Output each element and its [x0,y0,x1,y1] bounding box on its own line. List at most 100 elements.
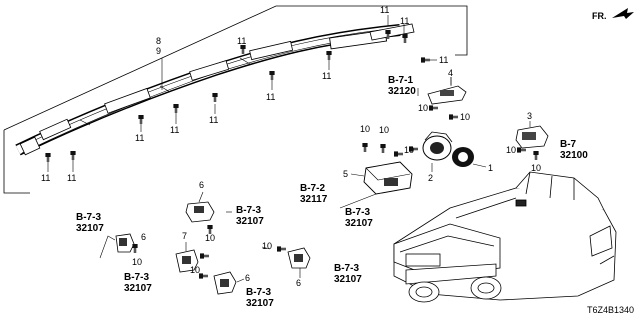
reference-part: 32120 [388,85,416,97]
bolt-icon [533,151,539,160]
bolt-icon [362,143,368,152]
reference-section: B-7-3 [246,287,272,298]
bolt-icon [269,71,275,80]
reference-b-7-1[interactable]: B-7-1 32120 [388,75,416,97]
bolt-icon [132,244,138,253]
bolt-icon [199,273,208,279]
callout-11: 11 [67,173,77,183]
callout-8: 8 [156,36,162,46]
callout-10: 10 [404,145,415,155]
callout-5: 5 [343,169,349,179]
reference-part: 32107 [345,217,373,229]
callout-7: 7 [182,231,188,241]
bolt-icon [240,45,246,54]
reference-b-7-3[interactable]: B-7-3 32107 [345,207,373,229]
bolt-icon [45,153,51,162]
bolt-icon [326,51,332,60]
side-sensor-4 [427,77,467,105]
bolt-icon [517,147,526,153]
reference-b-7-3[interactable]: B-7-3 32107 [76,212,104,234]
callout-10: 10 [531,163,542,173]
curtain-airbag [15,23,415,156]
reference-part: 32107 [76,222,104,234]
callout-10: 10 [360,124,371,134]
bolt-icon [70,151,76,160]
callout-11: 11 [439,55,449,65]
reference-part: 32107 [246,297,274,309]
bolt-icon [429,105,438,111]
callout-10: 10 [190,265,201,275]
side-sensor-3 [515,121,549,149]
bolt-icon [380,144,386,153]
impact-sensor-c [175,242,199,273]
bolt-icon [402,34,408,43]
front-direction-arrow [612,8,634,19]
callout-3: 3 [527,111,533,121]
callout-6: 6 [245,273,251,283]
bolt-icon [394,151,403,157]
bolt-icon [212,93,218,102]
reference-section: B-7-3 [334,263,360,274]
callout-10: 10 [205,233,216,243]
bolt-icon [449,114,458,120]
callout-4: 4 [448,68,454,78]
reference-b-7[interactable]: B-7 32100 [560,139,588,161]
callout-1: 1 [488,163,494,173]
bolt-icon [173,104,179,113]
callout-6: 6 [141,232,147,242]
callout-10: 10 [506,145,517,155]
curtain-frame [3,5,386,131]
cable-reel [422,131,453,172]
reference-part: 32117 [300,193,328,205]
callout-2: 2 [428,173,434,183]
reference-part: 32107 [124,282,152,294]
callout-11: 11 [266,92,276,102]
diagram-code: T6Z4B1340 [586,305,634,315]
callout-10: 10 [262,241,273,251]
reference-b-7-3[interactable]: B-7-3 32107 [236,205,264,227]
reference-part: 32107 [236,215,264,227]
bolt-icon [200,253,209,259]
bolt-icon [421,57,430,63]
reference-b-7-3[interactable]: B-7-3 32107 [124,272,152,294]
impact-sensor-d [213,271,237,295]
callout-10: 10 [132,257,143,267]
reference-section: B-7-2 [300,183,326,194]
impact-sensor-e [287,247,311,269]
cover-ring [452,147,487,168]
callout-11: 11 [135,133,145,143]
front-direction-label: FR. [592,11,607,21]
callout-11: 11 [170,125,180,135]
bolt-icon [277,246,286,252]
callout-10: 10 [418,103,429,113]
reference-section: B-7-3 [124,272,150,283]
callout-9: 9 [156,46,162,56]
reference-section: B-7 [560,139,577,150]
callout-11: 11 [41,173,51,183]
callout-6: 6 [296,278,302,288]
reference-section: B-7-3 [345,207,371,218]
impact-sensor-a [185,191,215,223]
bolt-icon [138,115,144,124]
callout-10: 10 [379,125,390,135]
callout-11: 11 [209,115,219,125]
reference-b-7-3[interactable]: B-7-3 32107 [246,287,274,309]
reference-part: 32107 [334,273,362,285]
callout-10: 10 [460,112,471,122]
callout-11: 11 [322,71,332,81]
callout-11: 11 [380,5,390,15]
reference-part: 32100 [560,149,588,161]
pickup-truck [393,171,617,303]
reference-b-7-2[interactable]: B-7-2 32117 [300,183,328,205]
callout-6: 6 [199,180,205,190]
reference-section: B-7-3 [236,205,262,216]
impact-sensor-b [115,233,135,253]
reference-section: B-7-1 [388,75,414,86]
callout-11: 11 [400,16,410,26]
reference-section: B-7-3 [76,212,102,223]
callout-11: 11 [237,36,247,46]
reference-b-7-3[interactable]: B-7-3 32107 [334,263,362,285]
srs-unit [350,161,413,195]
